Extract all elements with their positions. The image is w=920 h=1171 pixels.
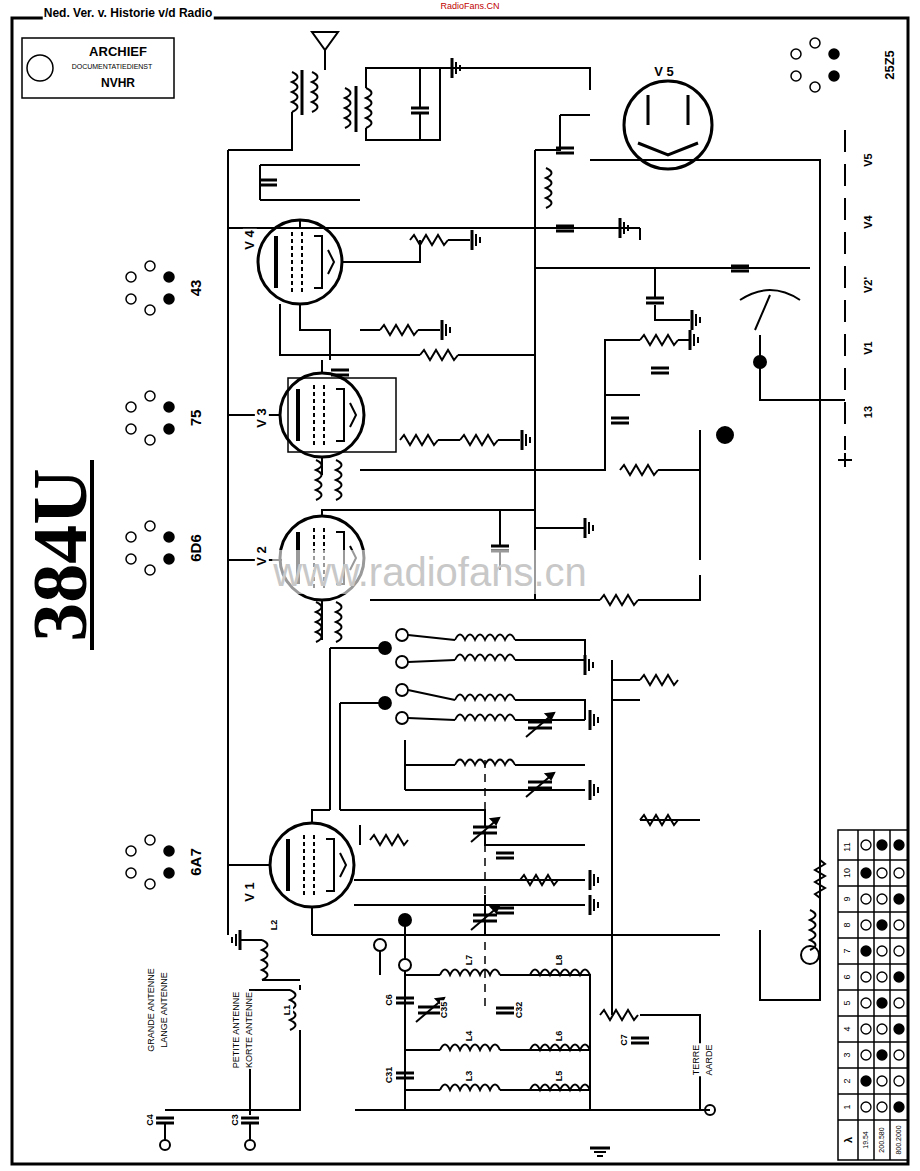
table-cell: 5 <box>843 999 853 1006</box>
part-label: L4 <box>465 1030 475 1043</box>
tube-designator: V 3 <box>255 407 269 429</box>
table-cell: 7 <box>843 947 853 954</box>
table-cell: 800.2000 <box>895 1124 903 1155</box>
part-label: C3 <box>231 1113 241 1127</box>
tube-type: 6D6 <box>188 533 205 563</box>
part-label: C6 <box>385 993 395 1007</box>
table-cell: 6 <box>843 973 853 980</box>
terminal-label: GRANDE ANTENNE <box>147 967 157 1053</box>
heater-label: 13 <box>862 405 874 419</box>
part-label: L1 <box>283 1004 293 1017</box>
tube-designator: V 5 <box>653 65 675 79</box>
heater-label: V2' <box>862 276 874 294</box>
table-cell: 19.54 <box>862 1130 870 1150</box>
table-cell: λ <box>842 1136 854 1144</box>
stamp-text: NVHR <box>100 77 136 90</box>
tube-type: 6A7 <box>188 847 205 877</box>
tube-designator: V 4 <box>243 229 257 251</box>
stamp-text: ARCHIEF <box>88 45 148 59</box>
table-cell: 1 <box>843 1103 853 1110</box>
part-label: L3 <box>465 1070 475 1083</box>
table-cell: 11 <box>843 841 853 852</box>
table-cell: 10 <box>843 867 853 879</box>
part-label: L8 <box>555 954 565 967</box>
part-label: L2 <box>270 919 280 932</box>
part-label: C7 <box>620 1033 630 1047</box>
part-label: L5 <box>555 1070 565 1083</box>
table-cell: 9 <box>843 895 853 902</box>
tube-designator: V 2 <box>255 545 269 567</box>
stamp-text: DOCUMENTATIEDIENST <box>71 63 154 71</box>
terminal-label: LANGE ANTENNE <box>160 971 170 1049</box>
part-label: C32 <box>515 1001 525 1020</box>
table-cell: 4 <box>843 1025 853 1032</box>
terminal-label: AARDE <box>705 1043 715 1076</box>
table-cell: 3 <box>843 1051 853 1058</box>
model-number: 384U <box>17 467 103 642</box>
part-label: L6 <box>555 1030 565 1043</box>
terminal-label: TERRE <box>692 1044 702 1077</box>
tube-type: 43 <box>188 279 205 298</box>
heater-label: V4 <box>862 214 874 229</box>
tube-designator: V 1 <box>243 881 257 903</box>
table-cell: 200.580 <box>878 1126 886 1153</box>
heater-label: V5 <box>862 152 874 167</box>
part-label: C4 <box>146 1113 156 1127</box>
watermark-text: RadioFans.CN <box>439 2 500 12</box>
part-label: L7 <box>465 954 475 967</box>
watermark-text: www.radiofans.cn <box>272 550 587 594</box>
tube-type: 75 <box>188 409 205 428</box>
part-label: C35 <box>440 1001 450 1020</box>
terminal-label: PETITE ANTENNE <box>232 991 242 1070</box>
terminal-label: KORTE ANTENNE <box>245 991 255 1069</box>
header-text: Ned. Ver. v. Historie v/d Radio <box>43 7 214 20</box>
heater-label: V1 <box>862 340 874 355</box>
table-cell: 8 <box>843 921 853 928</box>
tube-type: 25Z5 <box>883 49 897 81</box>
table-cell: 2 <box>843 1077 853 1084</box>
part-label: C31 <box>385 1066 395 1085</box>
